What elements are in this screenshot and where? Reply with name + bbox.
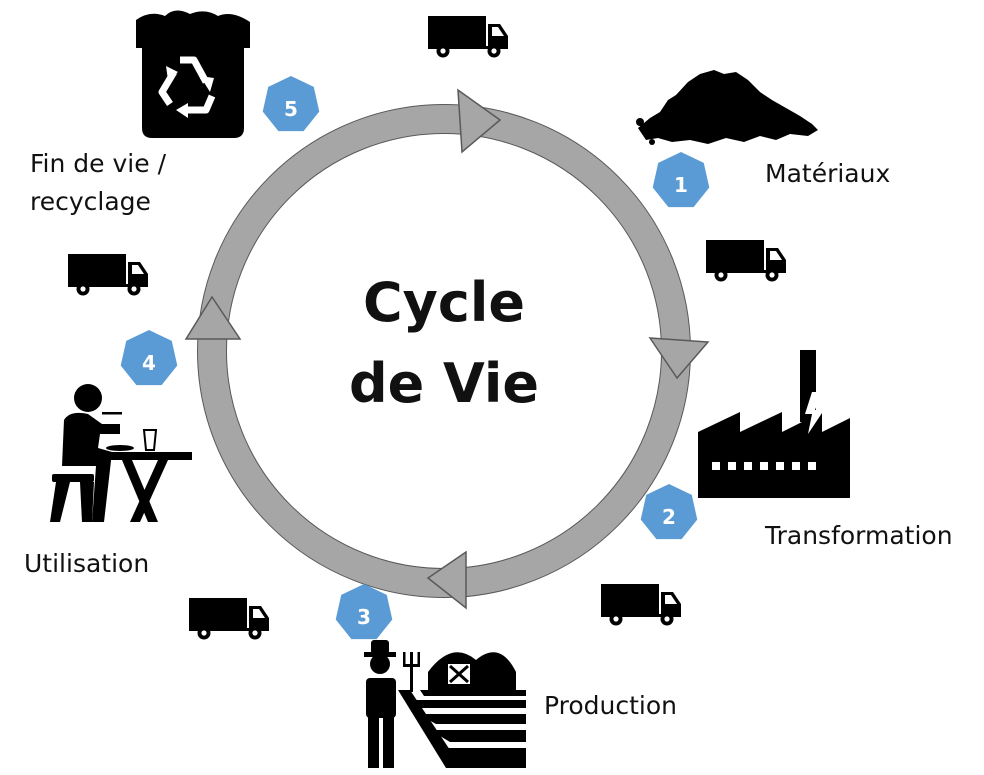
stage-label-materiaux: Matériaux	[765, 159, 890, 188]
arrow-bottom	[426, 550, 467, 610]
truck-icon	[189, 598, 269, 640]
truck-icon	[601, 584, 681, 626]
truck-icon	[706, 240, 786, 282]
ring-arrowheads	[184, 88, 710, 610]
arrow-right	[648, 337, 710, 380]
badge-4: 4	[120, 329, 178, 386]
badge-1-number: 1	[674, 173, 688, 197]
truck-icon	[428, 16, 508, 58]
badge-2: 2	[640, 483, 698, 540]
stage-label-fin-de-vie-line2: recyclage	[30, 187, 151, 216]
farmer-barn-icon	[364, 640, 526, 768]
stage-label-fin-de-vie-line1: Fin de vie /	[30, 149, 167, 178]
stage-label-transformation: Transformation	[764, 521, 953, 550]
badge-1: 1	[652, 151, 710, 208]
badge-2-number: 2	[662, 505, 676, 529]
badge-3: 3	[335, 583, 393, 640]
person-eating-icon	[50, 384, 192, 522]
arrow-top	[457, 88, 502, 154]
title-line2: de Vie	[349, 352, 539, 415]
badge-4-number: 4	[142, 351, 156, 375]
material-pile-icon	[636, 70, 818, 145]
stage-label-utilisation: Utilisation	[24, 549, 149, 578]
cycle-ring	[197, 104, 691, 598]
factory-icon	[698, 350, 850, 498]
title-line1: Cycle	[363, 271, 525, 334]
badge-5-number: 5	[284, 97, 298, 121]
stage-label-production: Production	[544, 691, 677, 720]
badge-3-number: 3	[357, 605, 371, 629]
arrow-left	[184, 295, 242, 340]
recycle-bin-icon	[136, 10, 250, 138]
truck-icon	[68, 254, 148, 296]
badge-5: 5	[262, 75, 320, 132]
